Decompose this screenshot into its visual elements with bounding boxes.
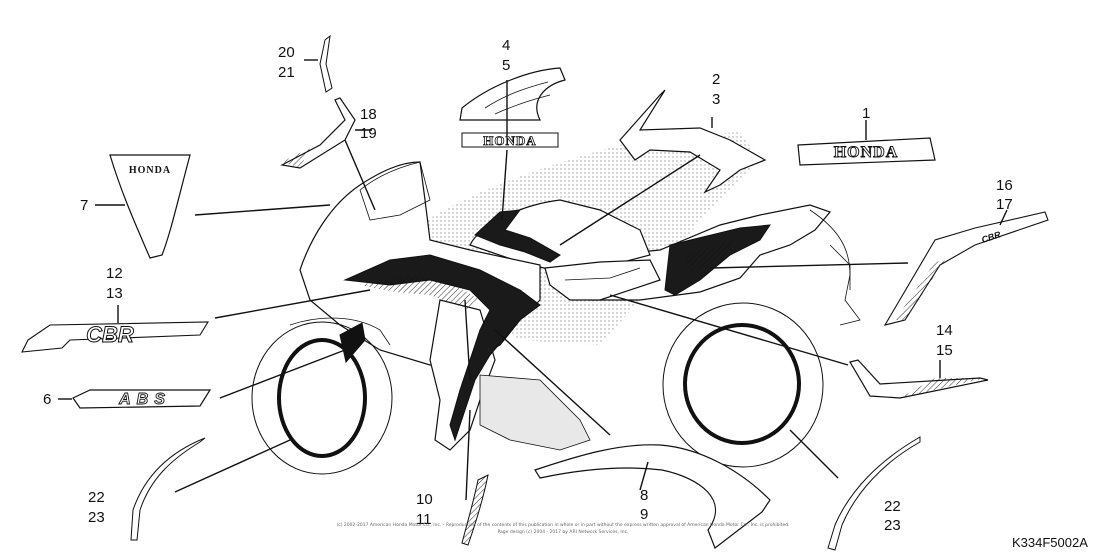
mirror-stripe-part-20 — [319, 34, 333, 93]
abs-emblem-part-6: ABS — [72, 389, 212, 409]
callout-11: 11 — [416, 511, 432, 528]
copyright-line-2: Page design (c) 2004 - 2017 by ARI Netwo… — [498, 529, 629, 535]
tank-stripe-part-2 — [619, 89, 767, 194]
callout-1: 1 — [862, 105, 870, 122]
callout-9: 9 — [640, 506, 648, 523]
tail-cbr-decal-part-16: CBR — [883, 211, 1049, 326]
tail-decal — [664, 224, 772, 296]
callout-21: 21 — [278, 64, 295, 81]
callout-10: 10 — [416, 491, 433, 508]
screen-stripe-part-18 — [280, 97, 356, 169]
callout-12: 12 — [106, 265, 123, 282]
rear-stripe-part-14 — [849, 359, 989, 399]
honda-emblem-part-1: HONDA — [797, 137, 936, 166]
rim-stripe-left-part-22 — [130, 437, 206, 541]
cowl-stripe-part-10 — [461, 474, 489, 546]
callout-19: 19 — [360, 125, 377, 142]
callout-2: 2 — [712, 71, 720, 88]
triangle-honda-label: HONDA — [129, 165, 171, 176]
callout-13: 13 — [106, 285, 123, 302]
fairing-stripe-decal — [343, 254, 541, 442]
callout-23-left: 23 — [88, 509, 105, 526]
callout-17: 17 — [996, 196, 1013, 213]
leader-lines — [58, 59, 1008, 501]
callout-3: 3 — [712, 91, 720, 108]
cbr-emblem-part-12: CBR — [21, 321, 209, 353]
callout-8: 8 — [640, 487, 648, 504]
callout-7: 7 — [80, 197, 88, 214]
honda-emblem-label: HONDA — [834, 144, 899, 161]
honda-wing-emblem-part-4: HONDA — [459, 67, 566, 148]
diagram-code: K334F5002A — [1012, 535, 1088, 550]
callout-14: 14 — [936, 322, 953, 339]
honda-wing-label: HONDA — [483, 133, 536, 148]
abs-label: ABS — [118, 391, 171, 408]
rear-wheel — [662, 302, 824, 468]
cbr-label: CBR — [86, 322, 134, 347]
callout-22-left: 22 — [88, 489, 105, 506]
callout-15: 15 — [936, 342, 953, 359]
callout-4: 4 — [502, 37, 510, 54]
callout-22-right: 22 — [884, 498, 901, 515]
callout-16: 16 — [996, 177, 1013, 194]
tank-decal — [474, 209, 561, 263]
side-stripe-part-8 — [534, 444, 771, 549]
rim-stripe-right-part-22 — [827, 436, 921, 551]
callout-18: 18 — [360, 106, 377, 123]
motorcycle-body — [289, 132, 861, 451]
front-wheel — [251, 321, 393, 475]
callout-5: 5 — [502, 57, 510, 74]
callout-numbers: 1 2 3 4 5 6 7 8 9 10 11 12 13 14 15 16 1… — [43, 37, 1013, 534]
honda-triangle-part-7: HONDA — [109, 154, 191, 259]
callout-6: 6 — [43, 391, 51, 408]
callout-23-right: 23 — [884, 517, 901, 534]
callout-20: 20 — [278, 44, 295, 61]
fork-decal — [339, 322, 366, 364]
copyright-line-1: (c) 2002-2017 American Honda Motor Co., … — [336, 522, 789, 528]
